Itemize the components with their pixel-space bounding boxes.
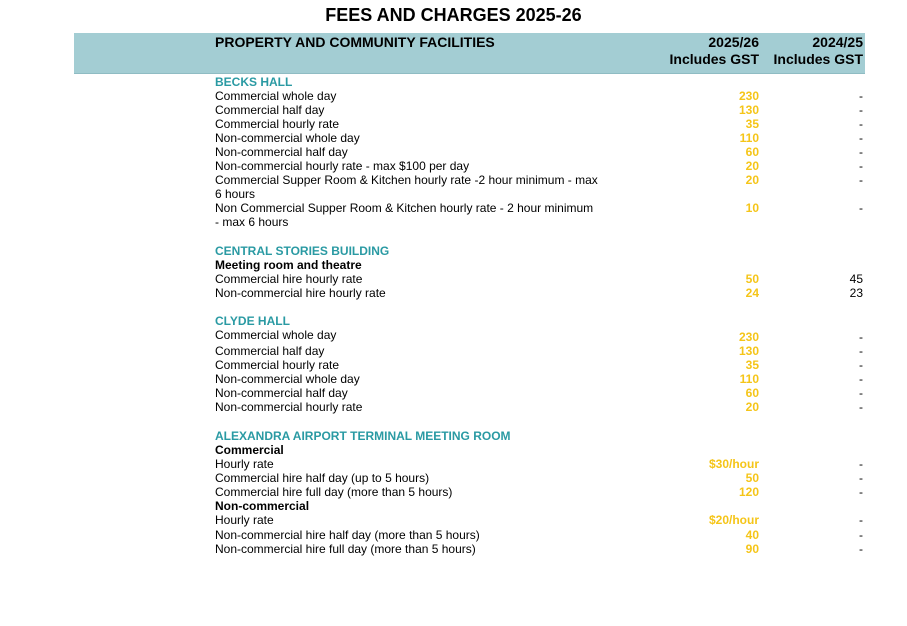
fee-previous: - xyxy=(859,471,863,485)
fee-current: 90 xyxy=(745,542,759,556)
column-header-2025-26: 2025/26 Includes GST xyxy=(670,34,759,68)
page-title: FEES AND CHARGES 2025-26 xyxy=(325,5,582,25)
fee-current: $30/hour xyxy=(708,457,759,471)
fee-previous: - xyxy=(859,386,863,400)
fee-previous: - xyxy=(859,528,863,542)
fee-previous: - xyxy=(859,542,863,556)
subheading-commercial: Commercial xyxy=(215,443,284,457)
fee-current: $20/hour xyxy=(708,513,759,527)
section-header: PROPERTY AND COMMUNITY FACILITIES xyxy=(215,34,495,50)
fee-label: Commercial hourly rate xyxy=(215,358,340,372)
fee-label: Non-commercial whole day xyxy=(215,372,360,386)
subheading-meeting-room: Meeting room and theatre xyxy=(215,258,362,272)
fee-current: 230 xyxy=(738,330,759,344)
fee-label: Non-commercial hire half day (more than … xyxy=(215,528,480,542)
fee-previous: - xyxy=(859,344,863,358)
fee-previous: - xyxy=(859,485,863,499)
section-heading-clyde-hall: CLYDE HALL xyxy=(215,314,290,328)
fee-current: 20 xyxy=(745,159,759,173)
fee-current: 35 xyxy=(745,117,759,131)
fee-label: Non-commercial half day xyxy=(215,145,348,159)
fee-current: 35 xyxy=(745,358,759,372)
fee-label: Commercial whole day xyxy=(215,89,337,103)
section-heading-central-stories: CENTRAL STORIES BUILDING xyxy=(215,244,390,258)
fee-label: Commercial whole day xyxy=(215,328,337,342)
fee-previous: - xyxy=(859,358,863,372)
fee-previous: - xyxy=(859,513,863,527)
fee-current: 20 xyxy=(745,173,759,187)
fee-current: 110 xyxy=(739,372,759,386)
column-header-2024-25: 2024/25 Includes GST xyxy=(774,34,863,68)
section-heading-airport: ALEXANDRA AIRPORT TERMINAL MEETING ROOM xyxy=(215,429,511,443)
section-heading-becks-hall: BECKS HALL xyxy=(215,75,293,89)
fee-previous: - xyxy=(859,117,863,131)
fee-previous: - xyxy=(859,201,863,215)
table-header-band xyxy=(74,33,865,74)
fee-previous: - xyxy=(859,131,863,145)
fee-label: Non-commercial whole day xyxy=(215,131,360,145)
fee-previous: - xyxy=(859,89,863,103)
fee-label: Non-commercial hourly rate xyxy=(215,400,363,414)
fee-label: Non-commercial half day xyxy=(215,386,348,400)
fee-current: 60 xyxy=(745,386,759,400)
fee-previous: - xyxy=(859,159,863,173)
fee-current: 40 xyxy=(745,528,759,542)
column-header-2024-25-line1: 2024/25 xyxy=(812,34,863,50)
fee-previous: - xyxy=(859,400,863,414)
column-header-2024-25-line2: Includes GST xyxy=(773,51,863,67)
fee-current: 10 xyxy=(745,201,759,215)
fee-previous: - xyxy=(859,372,863,386)
fee-current: 130 xyxy=(738,344,759,358)
fee-label: Commercial half day xyxy=(215,103,325,117)
fee-current: 24 xyxy=(745,286,759,300)
fee-label: Commercial hire full day (more than 5 ho… xyxy=(215,485,453,499)
fee-label: Hourly rate xyxy=(215,513,274,527)
fee-current: 130 xyxy=(738,103,759,117)
fee-current: 230 xyxy=(738,89,759,103)
fee-previous: - xyxy=(859,103,863,117)
fee-label: Non-commercial hourly rate - max $100 pe… xyxy=(215,159,470,173)
fee-current: 50 xyxy=(745,471,759,485)
fee-previous: 45 xyxy=(849,272,863,286)
fee-previous: - xyxy=(859,330,863,344)
fee-current: 50 xyxy=(745,272,759,286)
subheading-non-commercial: Non-commercial xyxy=(215,499,310,513)
fee-previous: - xyxy=(859,145,863,159)
fee-previous: - xyxy=(859,173,863,187)
fee-label: Non-commercial hire hourly rate xyxy=(215,286,386,300)
fee-previous: - xyxy=(859,457,863,471)
column-header-2025-26-line2: Includes GST xyxy=(669,51,759,67)
fee-current: 120 xyxy=(738,485,759,499)
column-header-2025-26-line1: 2025/26 xyxy=(708,34,759,50)
fee-label: Commercial Supper Room & Kitchen hourly … xyxy=(215,173,598,201)
fee-label: Commercial hire hourly rate xyxy=(215,272,363,286)
fee-previous: 23 xyxy=(849,286,863,300)
fee-current: 110 xyxy=(739,131,759,145)
fee-label: Hourly rate xyxy=(215,457,274,471)
fee-label: Commercial hourly rate xyxy=(215,117,340,131)
fee-label: Non Commercial Supper Room & Kitchen hou… xyxy=(215,201,594,229)
fee-current: 20 xyxy=(745,400,759,414)
fee-label: Commercial half day xyxy=(215,344,325,358)
fee-label: Commercial hire half day (up to 5 hours) xyxy=(215,471,430,485)
fee-current: 60 xyxy=(745,145,759,159)
fee-label: Non-commercial hire full day (more than … xyxy=(215,542,476,556)
